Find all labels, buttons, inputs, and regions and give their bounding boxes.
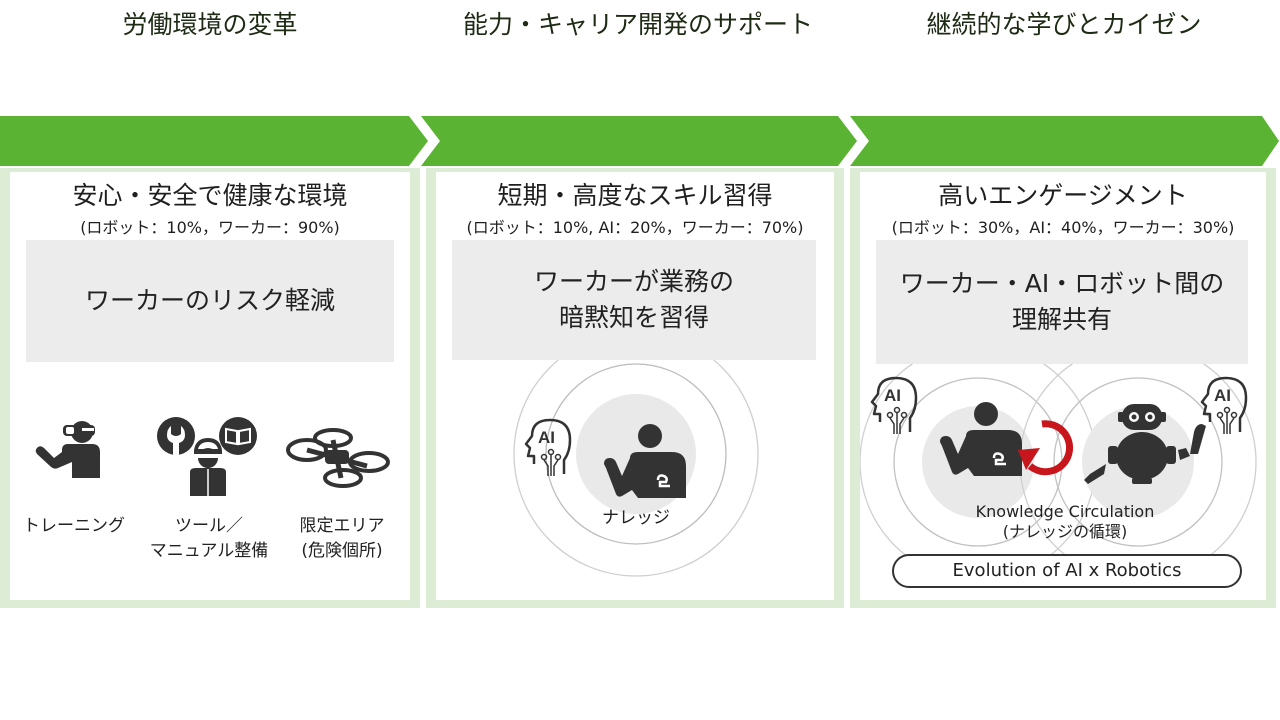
panel-content: 高いエンゲージメント (ロボット：30%，AI：40%，ワーカー：30%) ワー… xyxy=(860,172,1266,600)
highlight-text-line: ワーカーが業務の xyxy=(533,267,734,296)
header-continuous-kaizen: 継続的な学びとカイゼン xyxy=(926,10,1202,39)
worker-icon xyxy=(604,424,686,498)
panel-labor-environment: 安心・安全で健康な環境 (ロボット：10%，ワーカー：90%) ワーカーのリスク… xyxy=(0,168,420,608)
evolution-ai-robotics-pill: Evolution of AI x Robotics xyxy=(892,554,1242,588)
highlight-text-line: 暗黙知を習得 xyxy=(558,303,709,332)
knowledge-circulation-caption: Knowledge Circulation (ナレッジの循環) xyxy=(940,502,1190,542)
highlight-box: ワーカー・AI・ロボット間の 理解共有 xyxy=(876,240,1248,364)
ai-head-icon: AI xyxy=(870,376,918,434)
worker-icon xyxy=(940,402,1022,476)
knowledge-label: ナレッジ xyxy=(602,508,670,528)
robot-icon xyxy=(1084,404,1206,484)
label-line: (危険個所) xyxy=(301,541,383,561)
label-line: 限定エリア xyxy=(299,516,385,536)
svg-text:AI: AI xyxy=(538,428,555,447)
circulation-arrow-icon xyxy=(1018,420,1074,476)
caption-line-en: Knowledge Circulation xyxy=(975,502,1155,521)
highlight-text: ワーカーのリスク軽減 xyxy=(84,286,335,315)
header-chevron-band xyxy=(0,116,1279,166)
worker-tools-manual-icon xyxy=(157,417,257,496)
label-line: トレーニング xyxy=(23,516,125,536)
highlight-text-line: ワーカー・AI・ロボット間の xyxy=(899,269,1225,298)
caption-line-ja: (ナレッジの循環) xyxy=(1002,522,1128,541)
panel-title: 高いエンゲージメント xyxy=(938,181,1188,210)
highlight-box: ワーカーが業務の 暗黙知を習得 xyxy=(452,240,816,360)
panel-title: 安心・安全で健康な環境 xyxy=(72,181,348,210)
panel-career-support: 短期・高度なスキル習得 (ロボット：10%, AI：20%，ワーカー：70%) … xyxy=(426,168,844,608)
panel-content: 短期・高度なスキル習得 (ロボット：10%, AI：20%，ワーカー：70%) … xyxy=(436,172,834,600)
drone-icon xyxy=(286,428,390,488)
icon-label-tools-manual: ツール／ マニュアル整備 xyxy=(144,514,274,564)
ai-head-icon: AI xyxy=(1200,376,1248,434)
label-line: ツール／ xyxy=(175,516,243,536)
vr-headset-person-icon xyxy=(35,421,100,478)
panel-title: 短期・高度なスキル習得 xyxy=(497,181,773,210)
ratio-text: (ロボット：10%, AI：20%，ワーカー：70%) xyxy=(466,218,804,237)
ai-head-icon: AI xyxy=(524,418,572,476)
label-line: マニュアル整備 xyxy=(149,541,269,561)
header-labor-environment: 労働環境の変革 xyxy=(122,10,298,39)
svg-text:AI: AI xyxy=(1214,386,1231,405)
panel-continuous-kaizen: 高いエンゲージメント (ロボット：30%，AI：40%，ワーカー：30%) ワー… xyxy=(850,168,1276,608)
icon-label-training: トレーニング xyxy=(14,514,134,539)
svg-text:AI: AI xyxy=(884,386,901,405)
panel-content: 安心・安全で健康な環境 (ロボット：10%，ワーカー：90%) ワーカーのリスク… xyxy=(10,172,410,600)
ratio-text: (ロボット：10%，ワーカー：90%) xyxy=(80,218,340,237)
ratio-text: (ロボット：30%，AI：40%，ワーカー：30%) xyxy=(891,218,1235,237)
highlight-text-line: 理解共有 xyxy=(1011,305,1112,334)
highlight-box: ワーカーのリスク軽減 xyxy=(26,240,394,362)
header-career-support: 能力・キャリア開発のサポート xyxy=(462,10,813,39)
icon-label-restricted-area: 限定エリア (危険個所) xyxy=(282,514,402,564)
